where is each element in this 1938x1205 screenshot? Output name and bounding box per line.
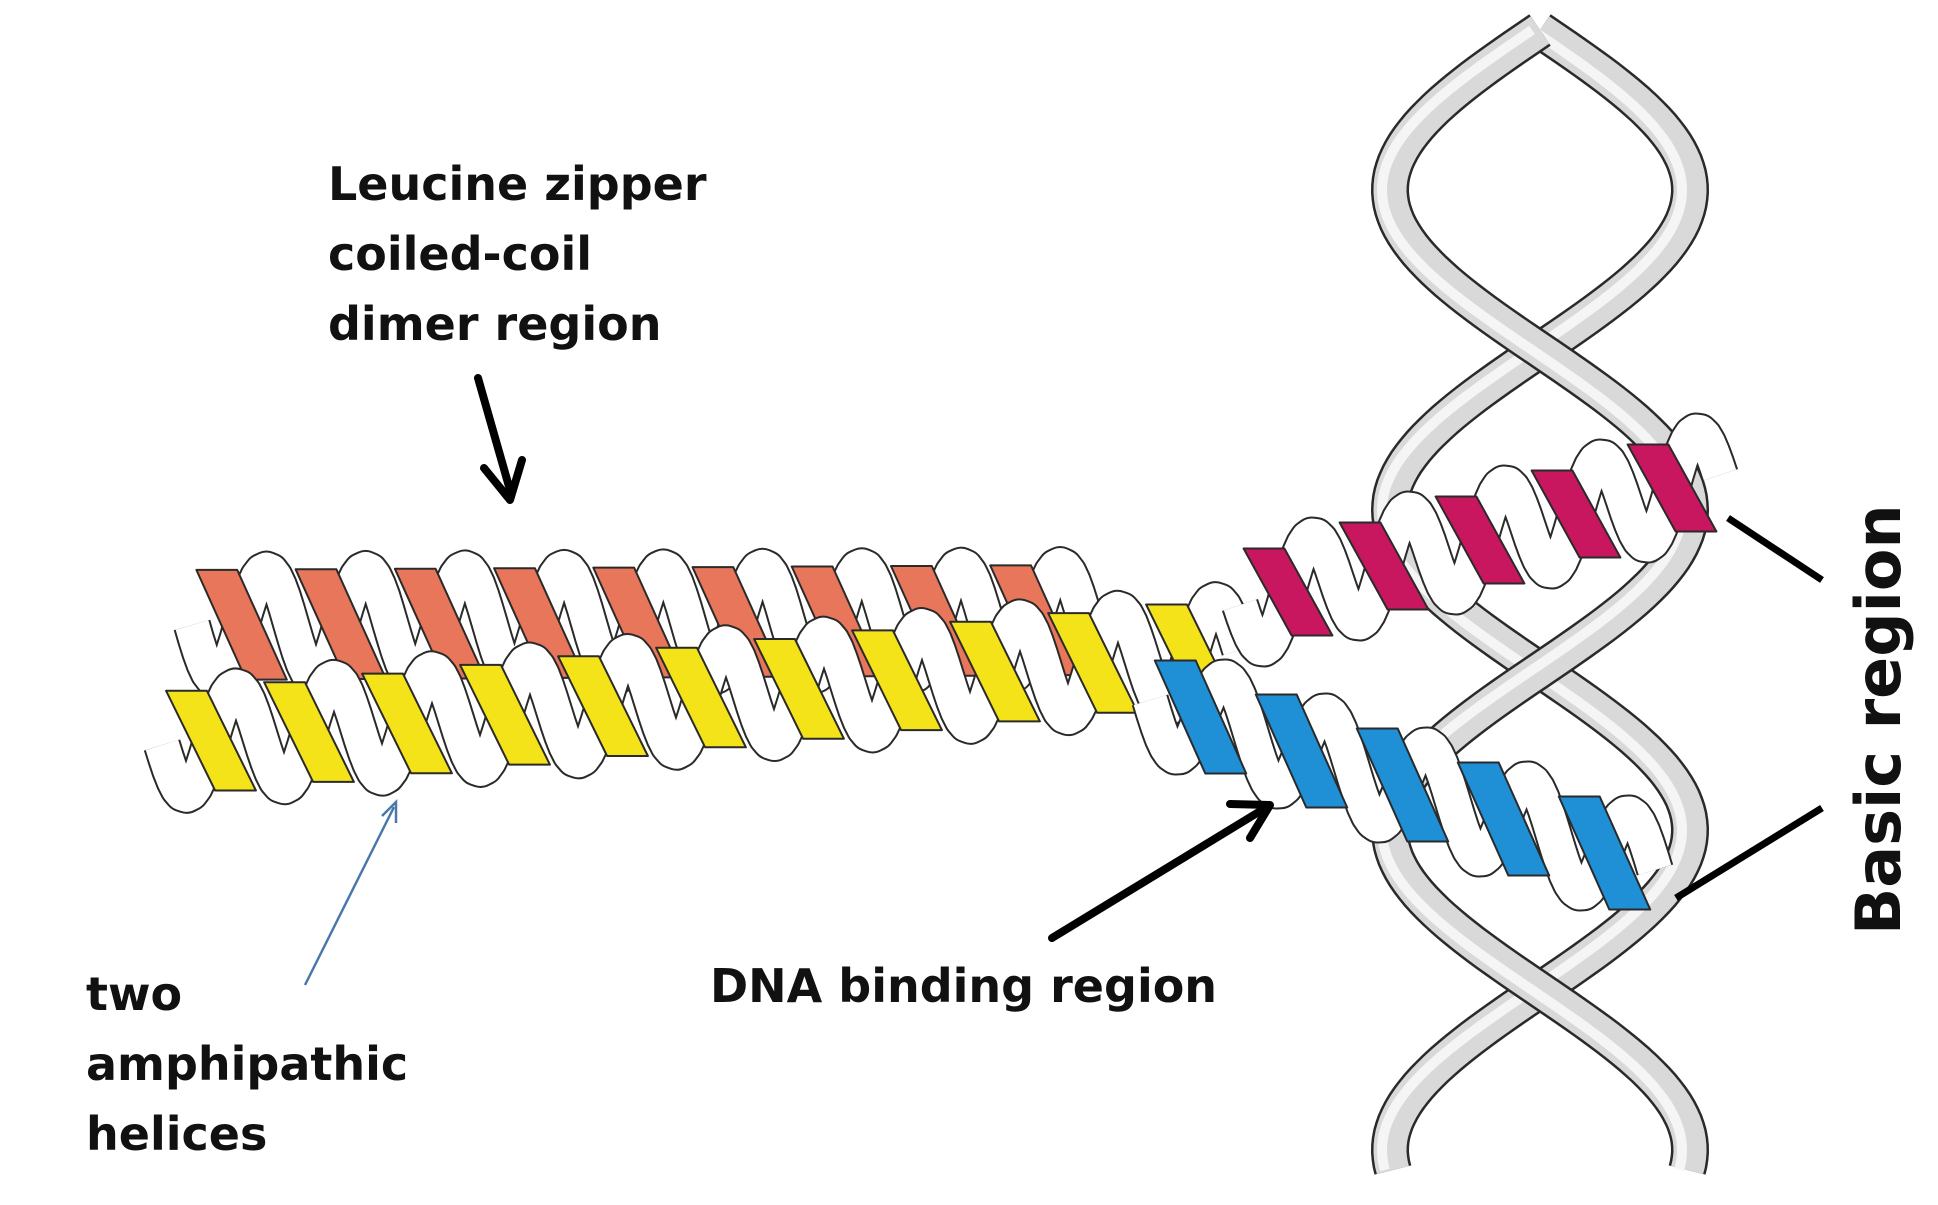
amphipathic-line-3: helices xyxy=(86,1107,267,1161)
yellow-helix-turn xyxy=(655,646,747,749)
blue-basic-helix xyxy=(1131,658,1674,912)
orange-helix xyxy=(173,546,1104,699)
yellow-helix-turn xyxy=(361,672,453,775)
leucine-zipper-line-3: dimer region xyxy=(328,297,661,351)
yellow-helix-turn xyxy=(263,681,355,783)
magenta-basic-helix-turn xyxy=(1530,469,1622,559)
amphipathic-line-2: amphipathic xyxy=(86,1037,408,1091)
leucine-zipper-line-1: Leucine zipper xyxy=(328,157,707,211)
blue-basic-helix-turn xyxy=(1456,761,1551,877)
blue-basic-helix-turn xyxy=(1153,659,1248,775)
basic-region-pointer-bottom xyxy=(1674,805,1824,901)
blue-basic-helix-turn xyxy=(1355,727,1450,843)
blue-basic-helix-turn xyxy=(1254,693,1349,809)
yellow-helix-turn xyxy=(949,620,1041,723)
yellow-helix xyxy=(143,581,1259,814)
dna-double-helix xyxy=(1370,14,1710,1175)
magenta-basic-helix xyxy=(1221,412,1739,668)
amphipathic-label: two amphipathic helices xyxy=(86,967,408,1161)
leucine-zipper-arrow xyxy=(474,374,526,504)
amphipathic-arrow xyxy=(303,798,398,986)
dna-binding-label: DNA binding region xyxy=(710,959,1217,1013)
basic-region-label: Basic region xyxy=(1842,504,1915,935)
yellow-helix-turn xyxy=(851,629,943,732)
yellow-helix-turn xyxy=(753,638,845,740)
yellow-helix-turn xyxy=(557,655,649,757)
magenta-basic-helix-turn xyxy=(1242,547,1334,637)
magenta-basic-helix-turn xyxy=(1626,443,1718,533)
yellow-helix-turn xyxy=(459,663,551,766)
magenta-basic-helix-turn xyxy=(1434,495,1526,585)
leucine-zipper-line-2: coiled-coil xyxy=(328,227,592,281)
blue-basic-helix-turn xyxy=(1557,795,1652,911)
yellow-helix-turn xyxy=(165,689,257,792)
protein-helices xyxy=(143,412,1739,912)
orange-helix-turn xyxy=(195,568,288,681)
amphipathic-line-1: two xyxy=(86,967,182,1021)
leucine-zipper-label: Leucine zipper coiled-coil dimer region xyxy=(328,157,707,351)
dna-binding-arrow xyxy=(1048,800,1274,942)
magenta-basic-helix-turn xyxy=(1338,521,1430,611)
basic-region-pointer-top xyxy=(1726,515,1824,583)
dna-strand-b-highlight xyxy=(1376,25,1688,1172)
